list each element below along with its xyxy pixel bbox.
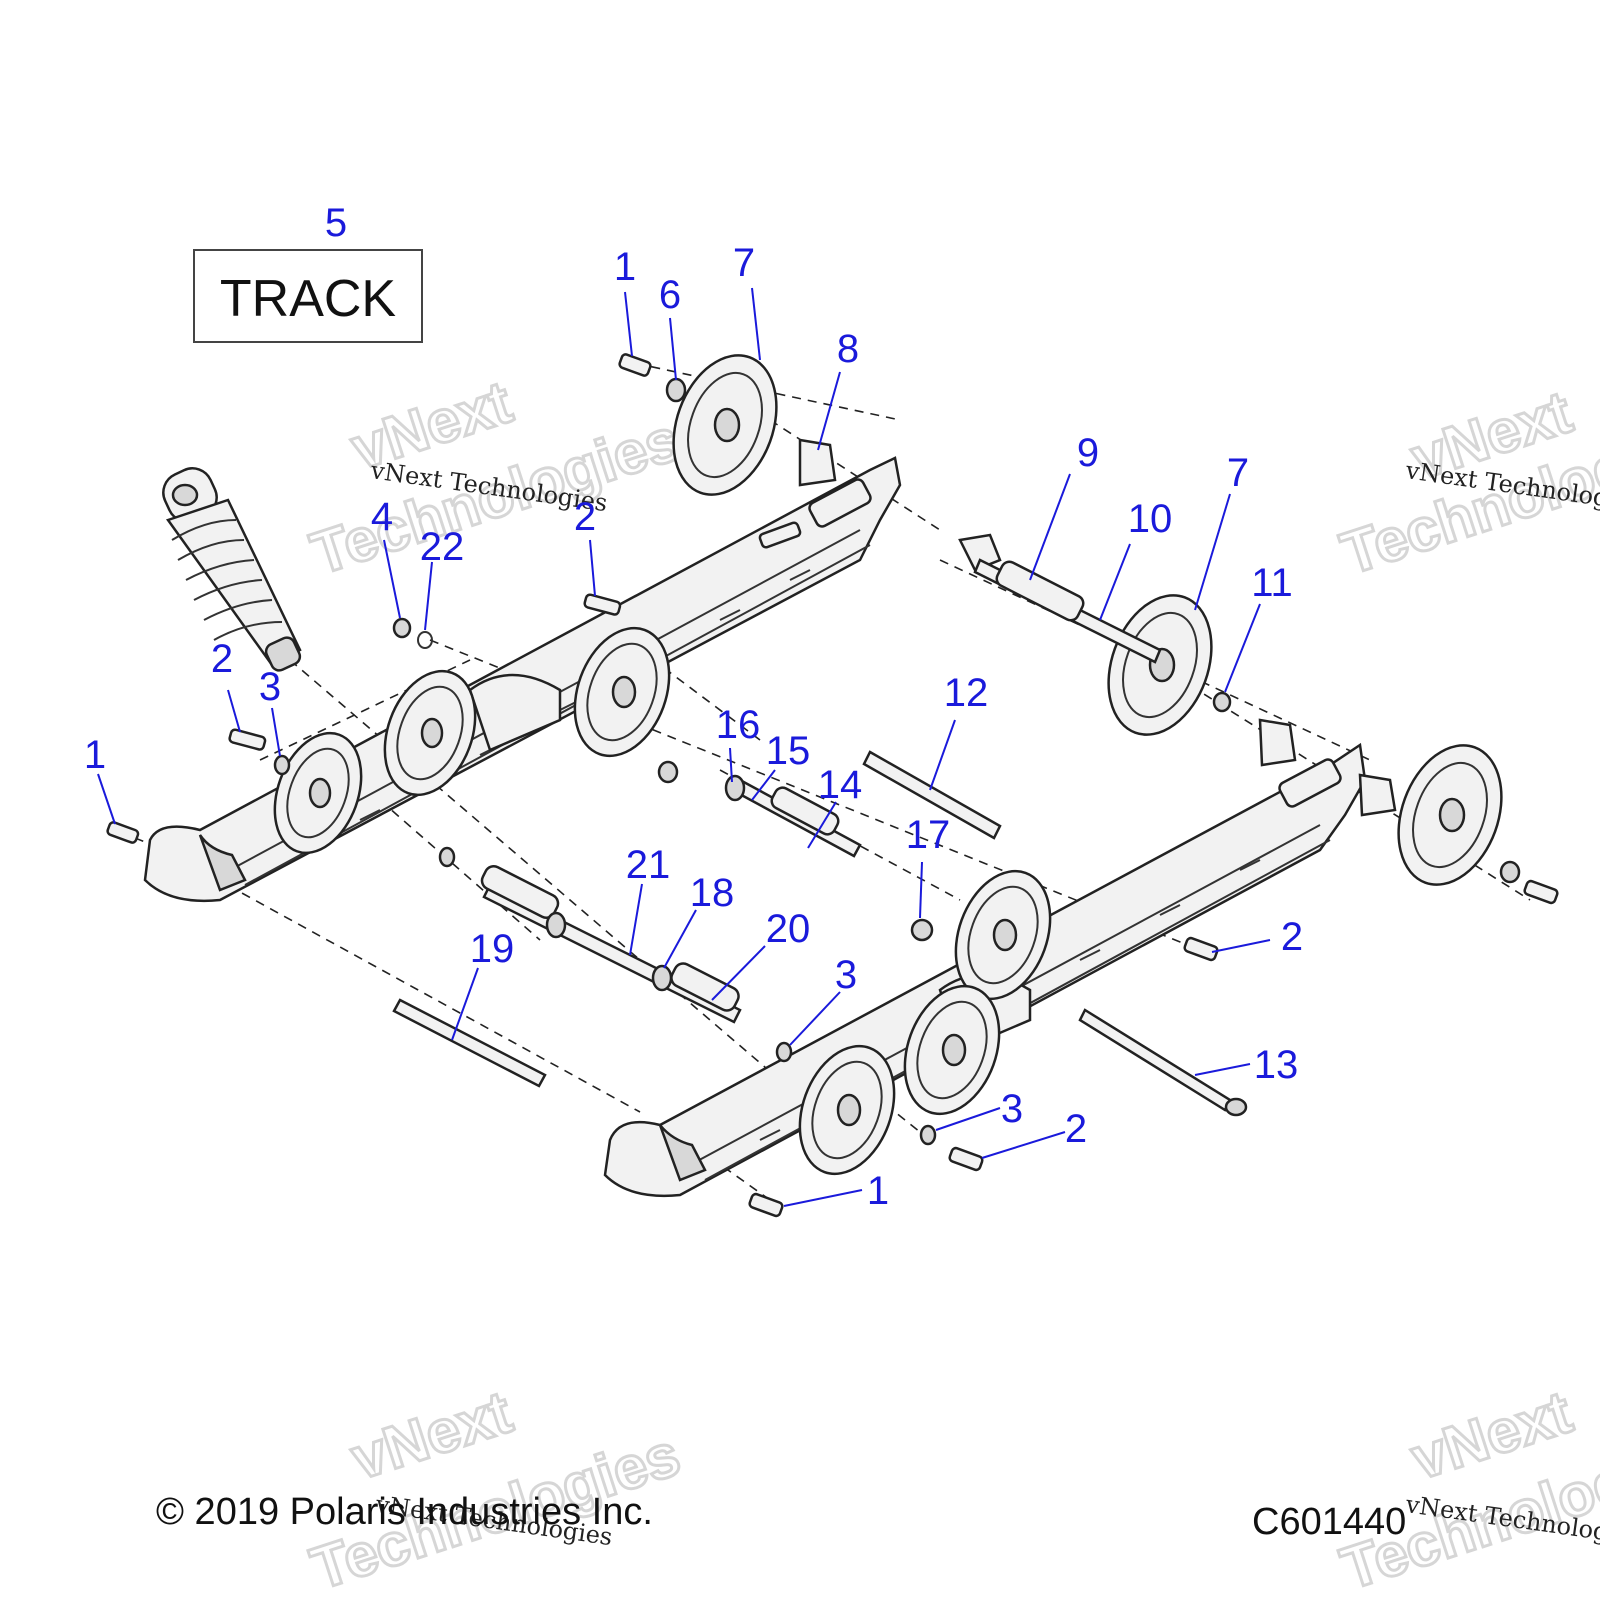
track-label: TRACK bbox=[220, 270, 397, 328]
wheel-left-2 bbox=[383, 669, 477, 797]
callout-2: 2 bbox=[1281, 915, 1303, 959]
idler-wheel-right bbox=[1397, 744, 1503, 886]
callout-20: 20 bbox=[766, 907, 811, 951]
bolt-2-left bbox=[228, 728, 267, 751]
spacer-18 bbox=[651, 964, 673, 992]
callout-6: 6 bbox=[659, 273, 681, 317]
bolt-upper bbox=[758, 521, 802, 549]
bracket-8 bbox=[798, 438, 837, 487]
wheels bbox=[273, 354, 1503, 1176]
wheel-right-1 bbox=[954, 869, 1052, 1001]
washer-3-right bbox=[919, 1124, 937, 1146]
washer-lower bbox=[438, 846, 456, 868]
callout-11: 11 bbox=[1251, 561, 1293, 605]
sleeve-21 bbox=[480, 865, 560, 919]
spacer-9 bbox=[995, 560, 1085, 622]
bolt-1-top bbox=[618, 353, 652, 377]
bolt-13 bbox=[1078, 1008, 1232, 1112]
wheel-left-1 bbox=[273, 731, 363, 855]
track-label-box bbox=[193, 249, 423, 343]
callout-22: 22 bbox=[420, 525, 465, 569]
callout-17: 17 bbox=[906, 813, 951, 857]
copyright-text: © 2019 Polaris Industries Inc. bbox=[156, 1491, 653, 1533]
callout-5: 5 bbox=[325, 201, 347, 245]
bracket-right-2 bbox=[1358, 773, 1397, 817]
callout-13: 13 bbox=[1254, 1043, 1299, 1087]
callout-15: 15 bbox=[766, 729, 811, 773]
callout-19: 19 bbox=[470, 927, 515, 971]
watermark-word: vNext bbox=[343, 1378, 519, 1492]
callout-14: 14 bbox=[818, 763, 863, 807]
shaft-19 bbox=[392, 998, 547, 1088]
bracket-9 bbox=[958, 533, 1002, 572]
bracket-right bbox=[1258, 718, 1297, 767]
callout-10: 10 bbox=[1128, 497, 1173, 541]
callout-1: 1 bbox=[614, 245, 636, 289]
callout-2: 2 bbox=[1065, 1107, 1087, 1151]
callout-1: 1 bbox=[867, 1169, 889, 1213]
wheel-left-3 bbox=[573, 626, 671, 758]
idler-wheel-mid bbox=[1107, 594, 1213, 736]
callout-4: 4 bbox=[371, 495, 393, 539]
callout-9: 9 bbox=[1077, 431, 1099, 475]
washer-3-mid bbox=[775, 1041, 793, 1063]
callout-numbers: 5 1 6 7 8 9 7 10 4 22 2 11 2 3 12 1 16 1… bbox=[84, 201, 1303, 1213]
washer-right bbox=[1499, 860, 1521, 884]
washer-6 bbox=[665, 377, 687, 403]
bolt-1-left bbox=[106, 821, 140, 844]
shafts-and-hardware bbox=[106, 353, 1559, 1218]
wheel-right-3 bbox=[798, 1044, 896, 1176]
bolt-1-bottom bbox=[748, 1192, 784, 1218]
bolt-2-upper bbox=[583, 593, 622, 616]
callout-7: 7 bbox=[1227, 451, 1249, 495]
shaft-12 bbox=[862, 750, 1002, 840]
callout-1: 1 bbox=[84, 733, 106, 777]
callout-16: 16 bbox=[716, 703, 761, 747]
callout-7: 7 bbox=[733, 241, 755, 285]
callout-2: 2 bbox=[211, 637, 233, 681]
bolt-2-bottom bbox=[948, 1146, 984, 1172]
callout-2: 2 bbox=[574, 495, 596, 539]
nut-4 bbox=[392, 617, 412, 639]
leader-lines bbox=[97, 287, 1271, 1207]
washer-mid bbox=[657, 760, 679, 784]
idler-wheel-top bbox=[672, 354, 778, 496]
callout-3: 3 bbox=[835, 953, 857, 997]
callout-21: 21 bbox=[626, 843, 671, 887]
callout-12: 12 bbox=[944, 671, 989, 715]
spacer-15 bbox=[724, 774, 746, 802]
washer-17 bbox=[910, 918, 934, 942]
callout-3: 3 bbox=[259, 665, 281, 709]
callout-3: 3 bbox=[1001, 1087, 1023, 1131]
wheel-right-2 bbox=[903, 984, 1001, 1116]
callout-8: 8 bbox=[837, 327, 859, 371]
clip-11 bbox=[1212, 691, 1232, 713]
callout-18: 18 bbox=[690, 871, 735, 915]
washer-22 bbox=[417, 631, 433, 649]
bolt-right bbox=[1523, 879, 1559, 905]
shock-absorber bbox=[162, 467, 302, 672]
sleeve-20 bbox=[670, 962, 740, 1012]
figure-code: C601440 bbox=[1252, 1501, 1406, 1543]
bolt-2-right bbox=[1183, 936, 1219, 962]
washer-3-left bbox=[273, 754, 291, 776]
